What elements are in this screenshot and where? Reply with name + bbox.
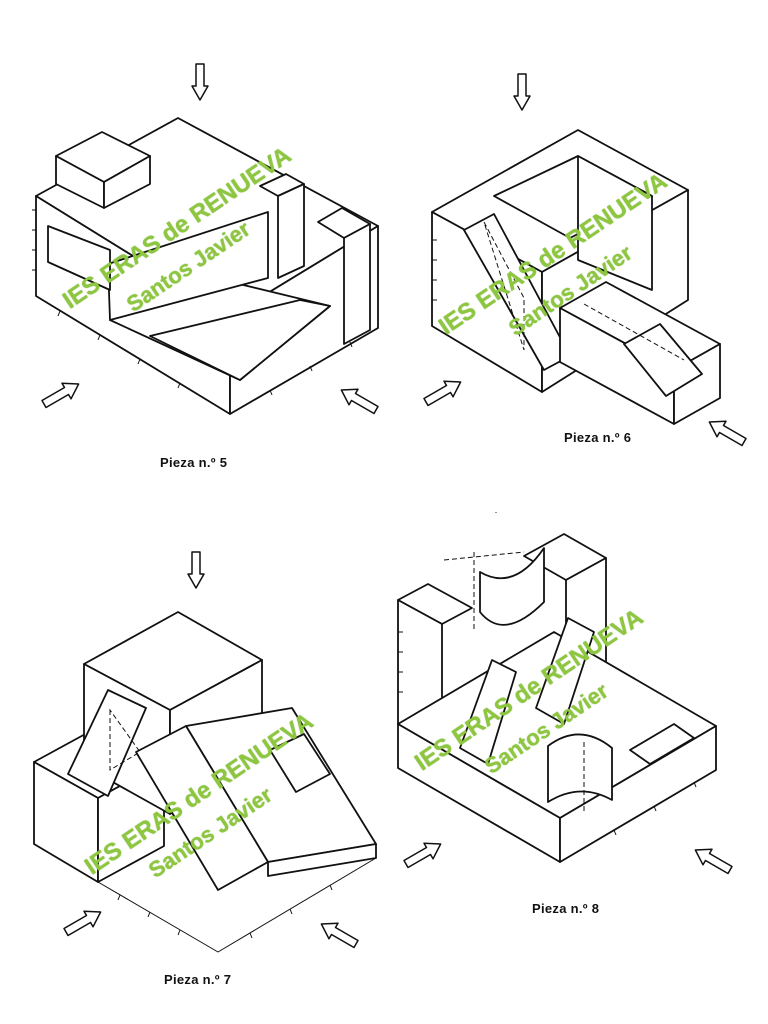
- dimension-ticks: [32, 209, 353, 396]
- piece-8-drawing: [397, 512, 736, 879]
- view-arrow-icon: [191, 63, 209, 101]
- view-arrow-icon: [513, 73, 531, 111]
- piece-label: Pieza n.º 7: [164, 972, 232, 987]
- view-arrow-icon: [187, 551, 205, 589]
- piece-label: Pieza n.º 8: [532, 901, 600, 916]
- view-arrow-icon: [690, 841, 736, 879]
- piece-panel-7: Pieza n.º 7 IES ERAS de RENUEVA Santos J…: [0, 512, 384, 1024]
- view-arrow-icon: [38, 375, 84, 413]
- view-arrow-icon: [60, 903, 106, 941]
- piece-panel-5: Pieza n.º 5 IES ERAS de RENUEVA Santos J…: [0, 0, 384, 512]
- piece-5-drawing: [32, 63, 382, 419]
- view-arrow-icon: [704, 413, 750, 451]
- view-arrow-icon: [316, 915, 362, 953]
- dimension-ticks: [117, 884, 333, 939]
- piece-7-drawing: [33, 551, 377, 953]
- piece-panel-8: Pieza n.º 8 IES ERAS de RENUEVA Santos J…: [384, 512, 768, 1024]
- piece-6-drawing: [420, 73, 750, 451]
- piece-panel-6: Pieza n.º 6 IES ERAS de RENUEVA Santos J…: [384, 0, 768, 512]
- piece-label: Pieza n.º 5: [160, 455, 228, 470]
- view-arrow-icon: [400, 835, 446, 873]
- dimension-ticks: [432, 239, 437, 301]
- view-arrow-icon: [420, 373, 466, 411]
- piece-label: Pieza n.º 6: [564, 430, 632, 445]
- dimension-ticks: [398, 631, 697, 836]
- view-arrow-icon: [336, 381, 382, 419]
